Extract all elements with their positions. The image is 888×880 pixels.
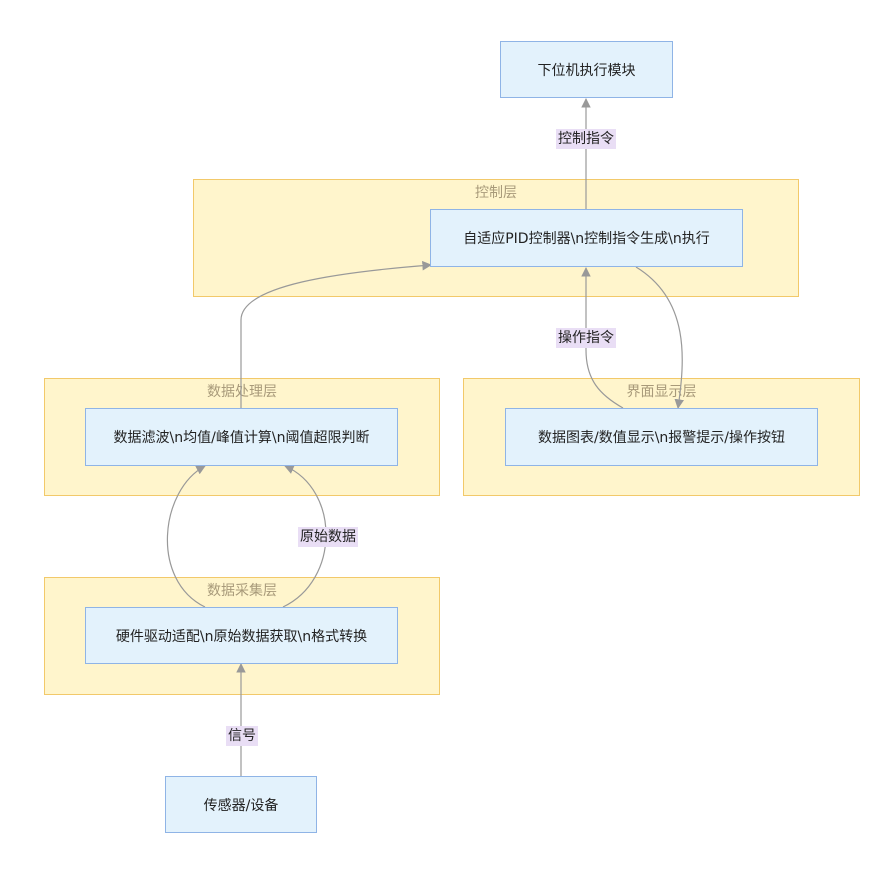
edge-label-signal: 信号 [226,726,258,746]
cluster-control-title: 控制层 [475,185,517,201]
node-display: 数据图表/数值显示\n报警提示/操作按钮 [505,408,818,466]
edge-driver-process-left [166,465,206,608]
edge-label-operate-cmd: 操作指令 [556,328,616,348]
edge-operate-cmd [581,267,624,409]
node-pid-controller: 自适应PID控制器\n控制指令生成\n执行 [430,209,743,267]
node-driver-label: 硬件驱动适配\n原始数据获取\n格式转换 [115,628,368,645]
node-display-label: 数据图表/数值显示\n报警提示/操作按钮 [537,430,786,446]
edge-label-control-cmd: 控制指令 [556,129,616,149]
node-sensor-label: 传感器/设备 [203,797,279,814]
node-lower-exec-label: 下位机执行模块 [537,62,636,79]
edge-pid-display [635,266,684,409]
edge-process-pid [240,260,432,408]
node-data-process-label: 数据滤波\n均值/峰值计算\n阈值超限判断 [113,430,370,446]
node-sensor: 传感器/设备 [165,776,317,833]
cluster-acquire-title: 数据采集层 [207,583,277,599]
node-data-process: 数据滤波\n均值/峰值计算\n阈值超限判断 [85,408,398,466]
node-pid-controller-label: 自适应PID控制器\n控制指令生成\n执行 [463,231,710,247]
edge-label-raw-data: 原始数据 [298,527,358,547]
node-lower-exec: 下位机执行模块 [500,41,673,98]
node-driver: 硬件驱动适配\n原始数据获取\n格式转换 [85,607,398,664]
cluster-process-title: 数据处理层 [207,384,277,400]
